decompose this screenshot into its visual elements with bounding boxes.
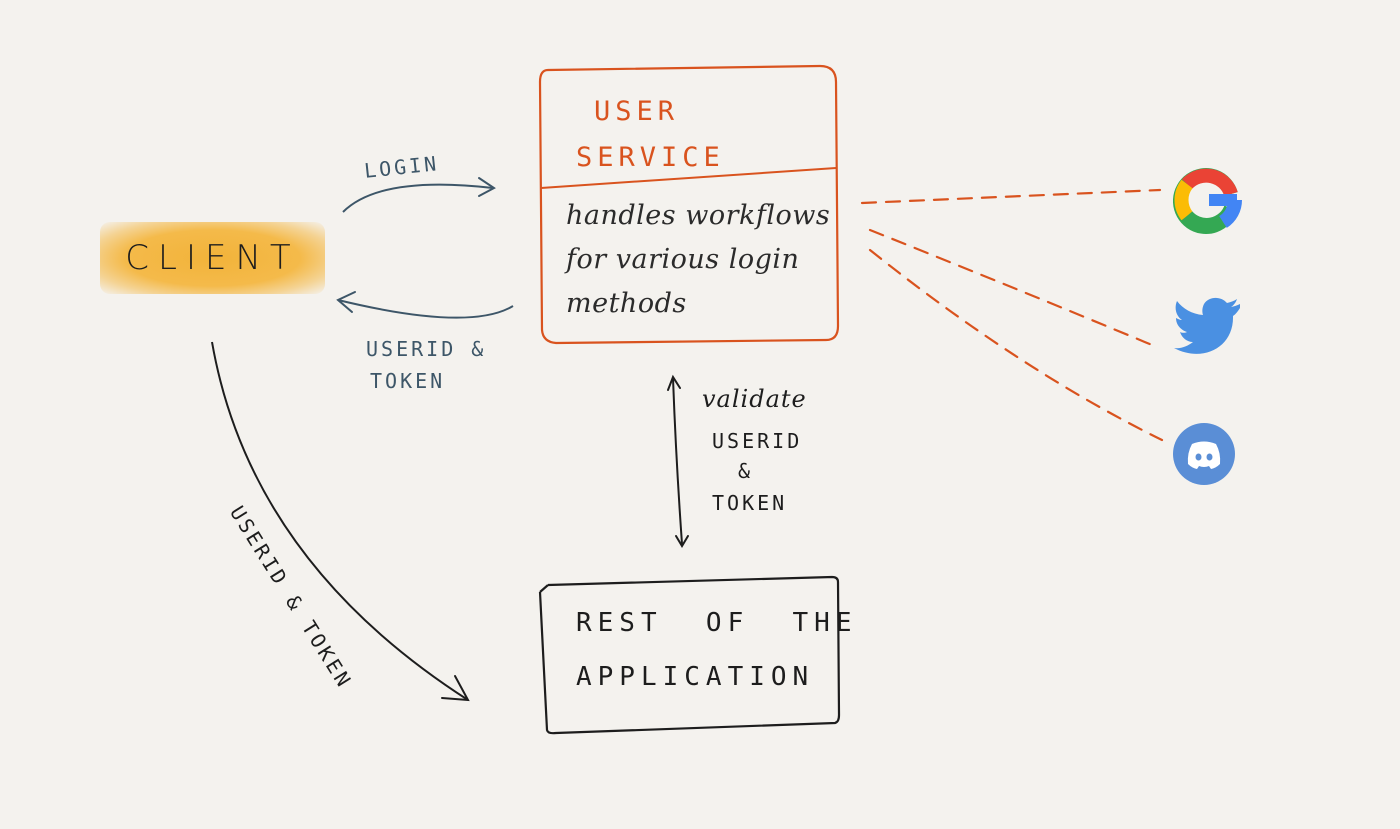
validate-arrow — [672, 377, 683, 545]
user-service-title-line1: USER — [594, 96, 680, 127]
discord-connector — [868, 248, 1164, 442]
client-label: CLIENT — [125, 238, 300, 278]
rest-of-app-line1: REST OF THE — [576, 608, 858, 638]
twitter-icon — [1174, 296, 1242, 358]
return-arrow — [337, 299, 514, 319]
google-icon — [1172, 164, 1245, 240]
validate-label-line4: TOKEN — [712, 491, 788, 515]
validate-label-line1: validate — [702, 385, 807, 413]
return-arrow-head — [336, 291, 356, 313]
userid-token-label-line2: TOKEN — [370, 369, 446, 393]
validate-arrow-head-up — [667, 374, 681, 391]
validate-label-line2: USERID — [712, 429, 803, 453]
client-to-rest-arrow-head — [441, 675, 470, 702]
twitter-connector — [868, 228, 1154, 347]
validate-arrow-head-down — [675, 535, 689, 548]
user-service-title-line2: SERVICE — [576, 142, 725, 173]
discord-icon — [1172, 422, 1236, 490]
validate-label-line3: & — [738, 459, 754, 483]
login-arrow-head — [478, 177, 496, 197]
user-service-divider — [540, 167, 837, 189]
userid-token-label-line1: USERID & — [366, 337, 487, 361]
login-arrow — [342, 183, 494, 213]
client-to-rest-arrow — [211, 341, 469, 701]
google-connector — [860, 188, 1162, 205]
rest-of-app-line2: APPLICATION — [576, 662, 815, 692]
user-service-description: handles workflows for various login meth… — [566, 200, 831, 319]
rest-of-app-box — [538, 575, 841, 735]
client-node: CLIENT — [100, 222, 325, 294]
user-service-box — [538, 64, 840, 345]
